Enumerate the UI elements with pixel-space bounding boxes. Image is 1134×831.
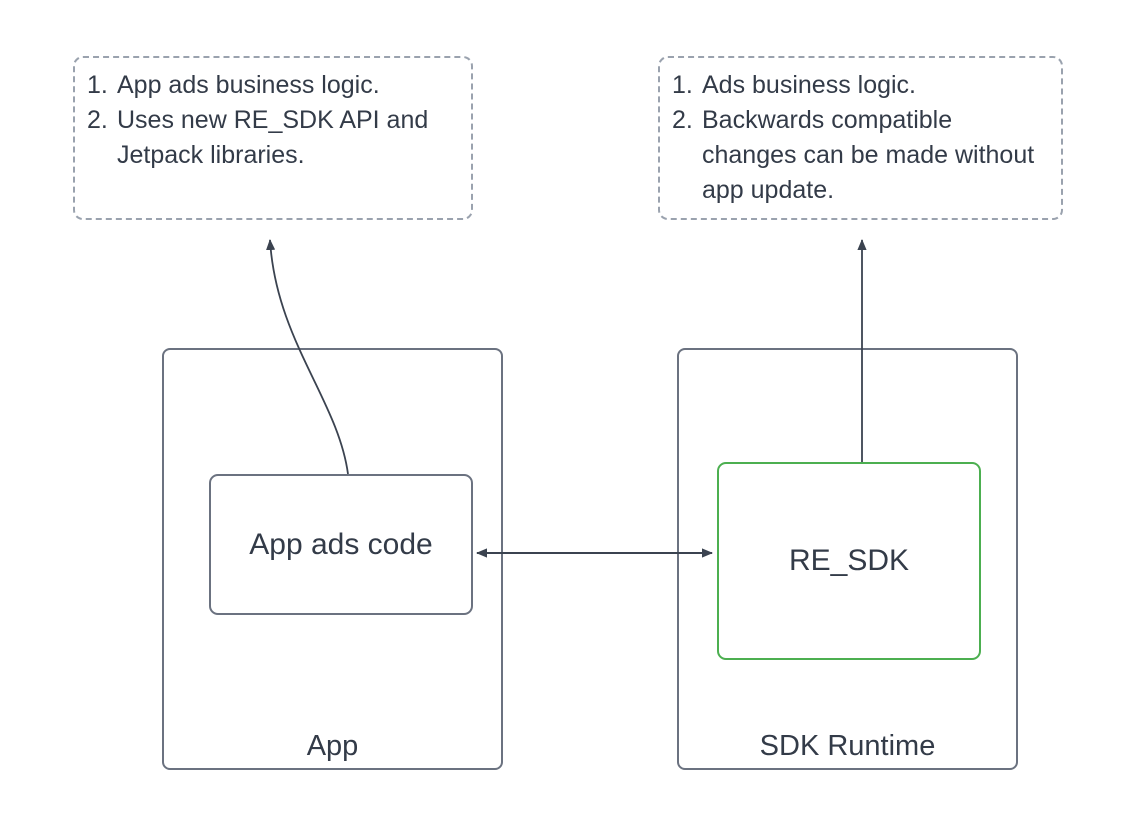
list-item-number: 1. [672,71,693,99]
app-ads-code-node: App ads code [209,474,473,615]
list-item-text: Ads business logic. [702,71,917,99]
list-item-text: Backwards compatible changes can be made… [702,106,1042,204]
list-item: 1. App ads business logic. [87,68,457,103]
list-item-number: 2. [87,106,108,134]
re-sdk-node: RE_SDK [717,462,981,660]
list-item-text: App ads business logic. [117,71,380,99]
list-item: 2. Backwards compatible changes can be m… [672,103,1047,208]
callout-app-list: 1. App ads business logic. 2. Uses new R… [87,68,457,173]
app-ads-code-label: App ads code [249,527,433,561]
list-item-text: Uses new RE_SDK API and Jetpack librarie… [117,106,436,169]
re-sdk-label: RE_SDK [788,544,910,577]
app-container-label: App [306,730,359,762]
list-item: 1. Ads business logic. [672,68,1047,103]
callout-sdk-list: 1. Ads business logic. 2. Backwards comp… [672,68,1047,208]
callout-app-notes: 1. App ads business logic. 2. Uses new R… [73,56,473,220]
callout-sdk-notes: 1. Ads business logic. 2. Backwards comp… [658,56,1063,220]
list-item-number: 1. [87,71,108,99]
sdk-runtime-container-label: SDK Runtime [759,730,936,762]
list-item-number: 2. [672,106,693,134]
list-item: 2. Uses new RE_SDK API and Jetpack libra… [87,103,457,173]
